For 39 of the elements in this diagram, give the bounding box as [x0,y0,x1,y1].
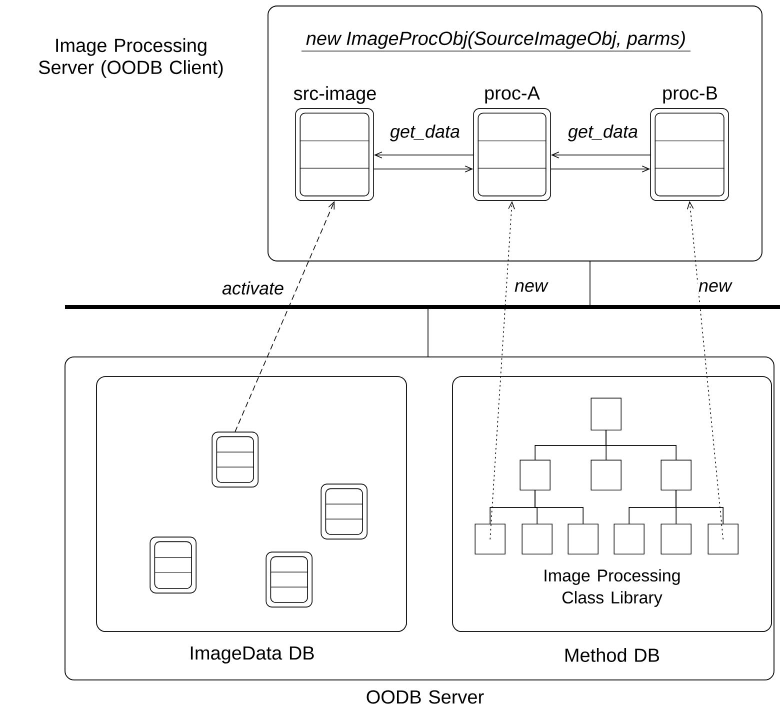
arrow [686,200,724,540]
object-icon [212,432,258,488]
object-icon [320,484,368,540]
node-label: Method DB [566,648,660,662]
tree-line [676,490,724,524]
class-box [590,398,622,430]
class-box [590,460,622,490]
class-box [568,524,598,554]
node-label: proc-A [485,86,540,104]
class-box [614,524,644,554]
node-label: src-image [294,86,376,104]
arrow [374,166,474,172]
edge-label: new [698,281,732,293]
object-icon [150,536,196,594]
edge-label: new [514,281,548,293]
arrow [550,166,650,172]
object-icon [266,552,312,608]
node-label: Image Processing Server (OODB Client) [38,38,223,78]
arrow [550,152,651,158]
edge-label: activate [220,280,286,296]
node-label: OODB Server [366,690,484,704]
edge-label: get_data [388,124,462,142]
class-box [660,524,692,554]
code-heading: new ImageProcObj(SourceImageObj, parms) [301,31,691,52]
network-bus [65,305,780,309]
node-label: proc-B [663,86,717,104]
arrow [374,152,474,158]
edge-label: get_data [566,124,640,142]
class-box [522,524,552,554]
tree-line [606,430,676,460]
class-box [520,460,550,490]
arrow [234,200,335,432]
node-label: Image Processing Class Library [544,569,680,607]
class-box [660,460,692,490]
class-box [708,524,738,554]
tree-line [534,490,584,524]
arrow [490,200,515,540]
node-label: ImageData DB [190,646,314,664]
class-box [474,524,506,554]
